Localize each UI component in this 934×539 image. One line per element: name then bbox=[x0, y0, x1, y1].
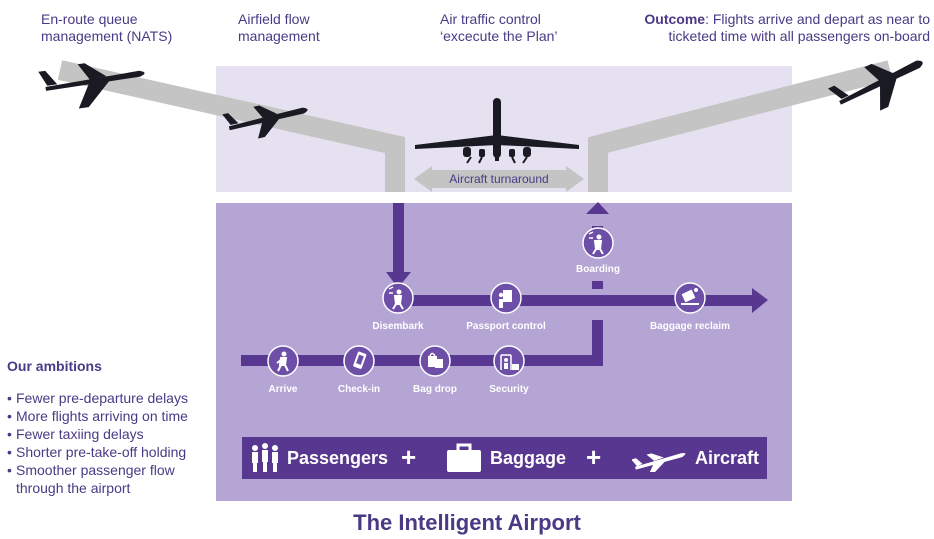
arrival-passenger-path bbox=[398, 295, 754, 306]
outcome-bold: Outcome bbox=[644, 11, 706, 27]
ambition-item: Smoother passenger flow through the airp… bbox=[7, 461, 186, 497]
arrive-label: Arrive bbox=[268, 384, 298, 395]
disembark-label: Disembark bbox=[372, 321, 424, 332]
boarding-label: Boarding bbox=[576, 264, 620, 275]
baggage-icon bbox=[447, 443, 481, 472]
check-in-node-icon bbox=[343, 345, 375, 377]
departure-flight-path bbox=[588, 60, 893, 192]
parked-aircraft-icon bbox=[415, 98, 579, 164]
passport-control-label: Passport control bbox=[466, 321, 546, 332]
turnaround-label: Aircraft turnaround bbox=[449, 172, 549, 186]
legend-passengers: Passengers bbox=[287, 448, 389, 468]
passengers-icon bbox=[252, 443, 278, 472]
ambition-item: Fewer taxiing delays bbox=[7, 425, 188, 443]
legend-plus-1: + bbox=[401, 442, 417, 472]
legend-baggage: Baggage bbox=[490, 448, 567, 468]
airfield-flow-label: Airfield flow management bbox=[238, 11, 320, 44]
turnaround-arrow bbox=[414, 166, 584, 192]
bag-drop-label: Bag drop bbox=[413, 384, 457, 395]
disembark-down-arrow bbox=[393, 203, 404, 273]
arrive-node-icon bbox=[267, 345, 299, 377]
approach-aircraft-icon bbox=[222, 105, 308, 139]
enroute-aircraft-icon bbox=[38, 63, 145, 109]
aircraft-icon bbox=[632, 453, 686, 472]
security-node-icon bbox=[493, 345, 525, 377]
bag-drop-node-icon bbox=[419, 345, 451, 377]
ambition-item: More flights arriving on time bbox=[7, 407, 188, 425]
ambitions-list: Fewer pre-departure delays More flights … bbox=[7, 389, 188, 497]
enroute-label: En-route queue management (NATS) bbox=[41, 11, 173, 44]
legend-aircraft: Aircraft bbox=[695, 448, 760, 468]
departing-aircraft-icon bbox=[827, 60, 923, 111]
passport-control-node-icon bbox=[490, 282, 522, 314]
baggage-reclaim-label: Baggage reclaim bbox=[649, 321, 731, 332]
legend-plus-2: + bbox=[586, 442, 602, 472]
baggage-reclaim-node-icon bbox=[674, 282, 706, 314]
diagram-title: The Intelligent Airport bbox=[353, 510, 581, 535]
arrival-flight-path bbox=[57, 60, 405, 192]
check-in-label: Check-in bbox=[337, 384, 381, 395]
ambition-item: Shorter pre-take-off holding bbox=[7, 443, 188, 461]
atc-label: Air traffic control ‘excecute the Plan’ bbox=[440, 11, 558, 44]
ambitions-title: Our ambitions bbox=[7, 358, 102, 374]
ambition-item: Fewer pre-departure delays bbox=[7, 389, 188, 407]
outcome-label: Outcome: Flights arrive and depart as ne… bbox=[632, 11, 930, 45]
security-label: Security bbox=[489, 384, 529, 395]
outcome-text: : Flights arrive and depart as near to t… bbox=[668, 11, 930, 44]
legend-bar bbox=[242, 437, 767, 479]
boarding-node-icon bbox=[582, 227, 614, 259]
disembark-node-icon bbox=[382, 282, 414, 314]
